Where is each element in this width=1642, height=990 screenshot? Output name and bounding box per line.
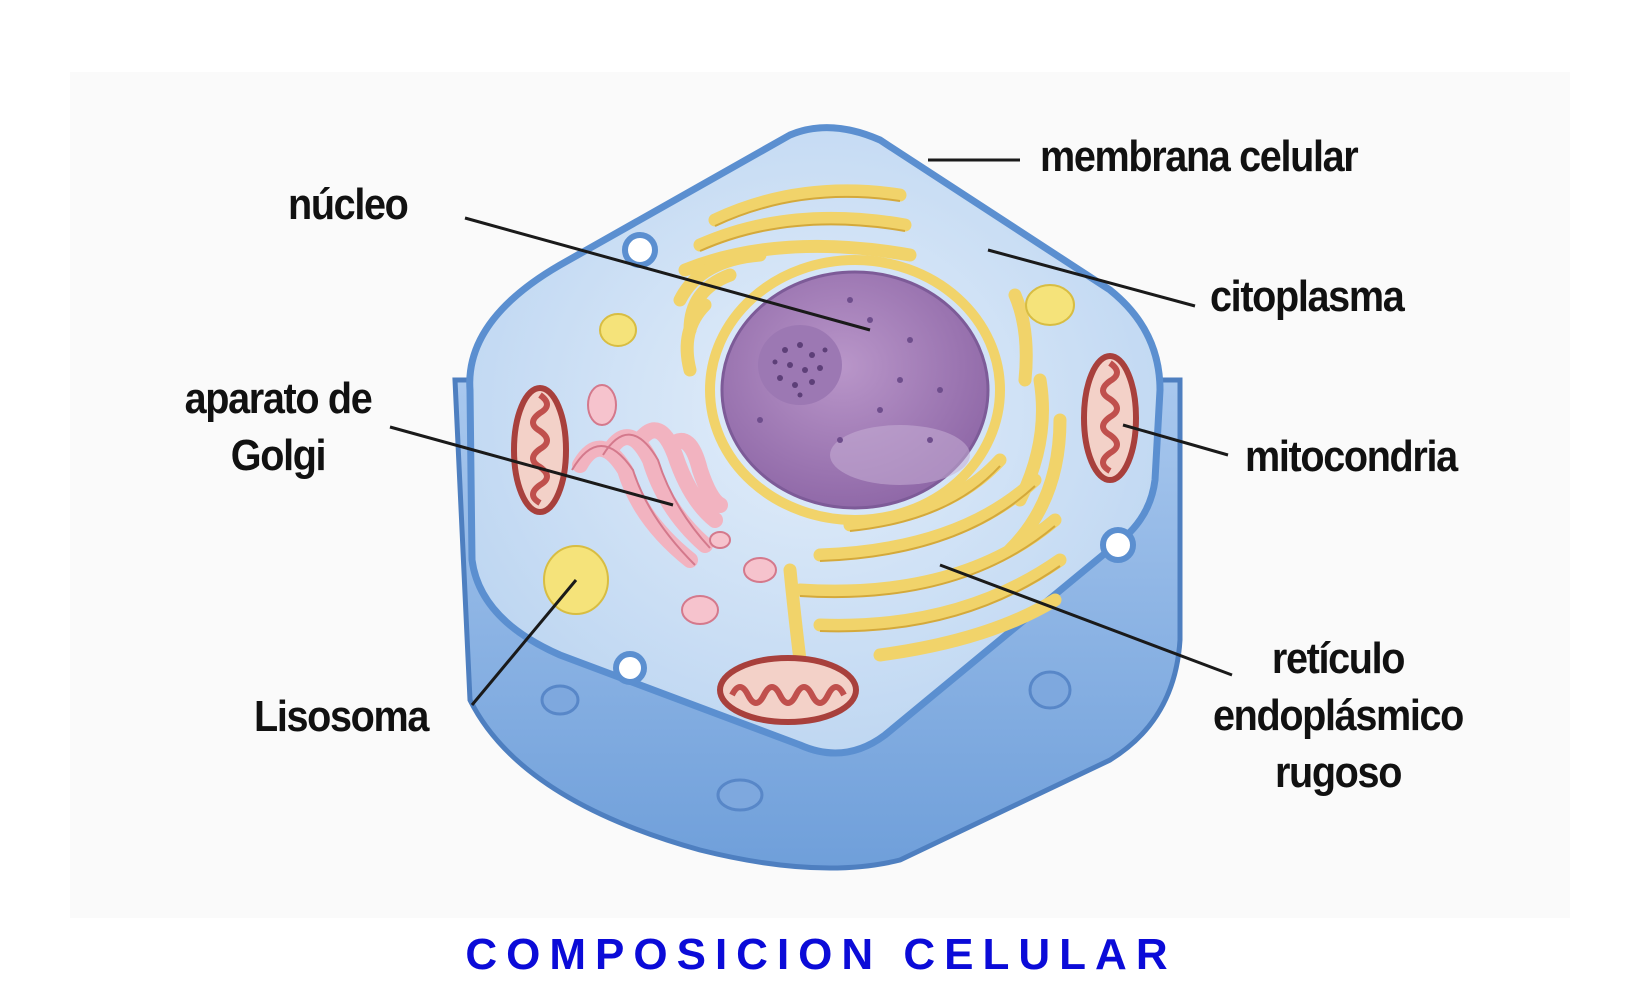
side-pit [1028,670,1072,710]
leader-mitocondria [1122,423,1229,457]
mitochondrion-bottom [717,655,859,725]
leader-golgi [389,425,674,507]
leader-reticulo [939,563,1233,677]
golgi-apparatus [572,422,728,568]
membrane-pit [622,232,658,268]
golgi-outline [571,433,711,566]
label-membrana: membrana celular [1040,132,1359,181]
nucleus-highlight [830,425,970,485]
label-reticulo: retículo endoplásmico rugoso [1212,634,1464,798]
leader-lines [389,158,1233,706]
leader-citoplasma [987,248,1196,308]
membrane-pit [1100,527,1136,563]
mitochondrion-right [1081,353,1139,483]
nucleolus [758,325,842,405]
golgi-vesicles [587,384,777,625]
nucleus-envelope [705,255,1005,525]
diagram-caption: COMPOSICION CELULAR [465,930,1177,979]
vesicle [599,313,637,347]
chromatin-dots [757,297,943,443]
vesicle [1025,284,1075,326]
label-mitocondria: mitocondria [1245,432,1458,481]
leader-lisosoma [470,579,578,706]
leader-nucleo [464,216,871,332]
mitochondrion-left [511,385,569,515]
label-golgi: aparato de Golgi [184,374,373,481]
label-nucleo: núcleo [288,180,409,229]
label-citoplasma: citoplasma [1210,272,1405,321]
er-outline [699,195,1061,633]
membrane-pit [613,651,647,685]
side-pit [716,778,764,812]
side-pit [540,684,580,716]
label-lisosoma: Lisosoma [254,692,429,741]
